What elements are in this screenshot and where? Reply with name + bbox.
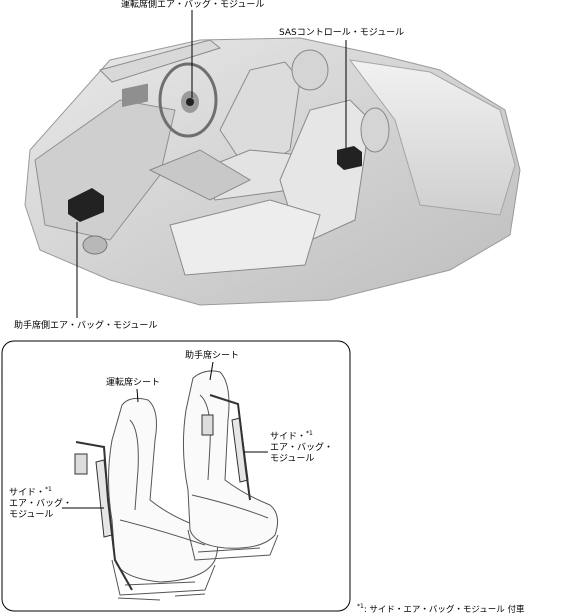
passenger-seat-belt bbox=[209, 394, 251, 501]
passenger-seat-cushion bbox=[169, 199, 321, 276]
footnote-text: : サイド・エア・バッグ・モジュール 付車 bbox=[363, 605, 525, 615]
leader-passenger-seat bbox=[209, 361, 214, 381]
door-speaker bbox=[82, 235, 108, 255]
rear-deck bbox=[348, 59, 516, 216]
side-airbag-left-label: サイド・*1 エア・バッグ・ モジュール bbox=[9, 486, 73, 520]
note-marker-left: *1 bbox=[45, 486, 52, 493]
rollbar-right bbox=[360, 107, 390, 153]
passenger-airbag-module bbox=[68, 188, 104, 222]
sas-module-label: SASコントロール・モジュール bbox=[279, 28, 405, 38]
driver-airbag-label: 運転席側エア・バッグ・モジュール bbox=[121, 0, 265, 10]
passenger-belt-anchor bbox=[201, 414, 214, 436]
rollbar-left bbox=[291, 49, 329, 91]
driver-seat-label: 運転席シート bbox=[106, 378, 161, 388]
car-interior-illustration bbox=[24, 10, 521, 318]
note-marker-right: *1 bbox=[306, 430, 313, 437]
side-airbag-right-label: サイド・*1 エア・バッグ・ モジュール bbox=[270, 430, 334, 464]
passenger-seat-label: 助手席シート bbox=[185, 351, 240, 361]
steering-wheel bbox=[158, 62, 218, 138]
sas-control-module bbox=[337, 146, 362, 170]
footnote: *1: サイド・エア・バッグ・モジュール 付車 bbox=[357, 601, 525, 616]
driver-airbag-module bbox=[186, 98, 194, 106]
center-console bbox=[148, 149, 252, 201]
windshield-frame bbox=[99, 39, 222, 83]
driver-seat-belt bbox=[75, 441, 133, 591]
leader-driver-seat bbox=[136, 388, 139, 403]
center-display bbox=[122, 83, 148, 108]
passenger-airbag-label: 助手席側エア・バッグ・モジュール bbox=[14, 321, 158, 331]
footnote-marker: *1 bbox=[357, 603, 364, 610]
driver-belt-anchor bbox=[74, 453, 88, 475]
